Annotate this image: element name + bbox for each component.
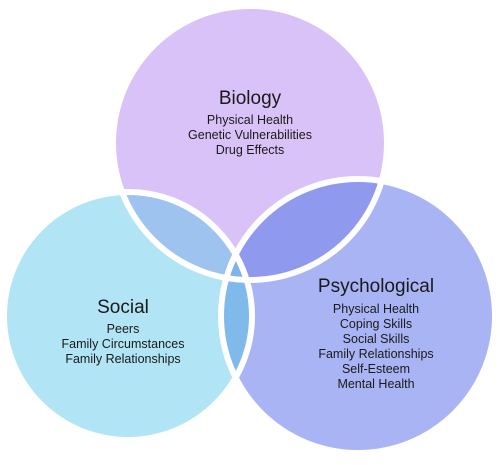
social-item: Peers — [107, 322, 140, 336]
biology-item: Drug Effects — [216, 143, 285, 157]
psychological-item: Self-Esteem — [342, 362, 410, 376]
biology-item: Physical Health — [207, 113, 293, 127]
social-outline — [1, 189, 255, 443]
psychological-outline — [218, 176, 498, 456]
biology-psychological-overlap — [221, 179, 387, 280]
biology-item: Genetic Vulnerabilities — [188, 128, 312, 142]
social-title: Social — [97, 297, 149, 318]
psychological-item: Family Relationships — [318, 347, 433, 361]
psychological-item: Physical Health — [333, 302, 419, 316]
biology-outline — [110, 3, 390, 283]
biology-social-overlap — [113, 192, 252, 280]
social-item: Family Circumstances — [62, 337, 185, 351]
psychological-item: Social Skills — [343, 332, 410, 346]
biology-title: Biology — [219, 88, 282, 109]
psychological-title: Psychological — [318, 276, 434, 297]
psychological-item: Coping Skills — [340, 317, 412, 331]
social-item: Family Relationships — [65, 352, 180, 366]
psychological-item: Mental Health — [337, 377, 414, 391]
